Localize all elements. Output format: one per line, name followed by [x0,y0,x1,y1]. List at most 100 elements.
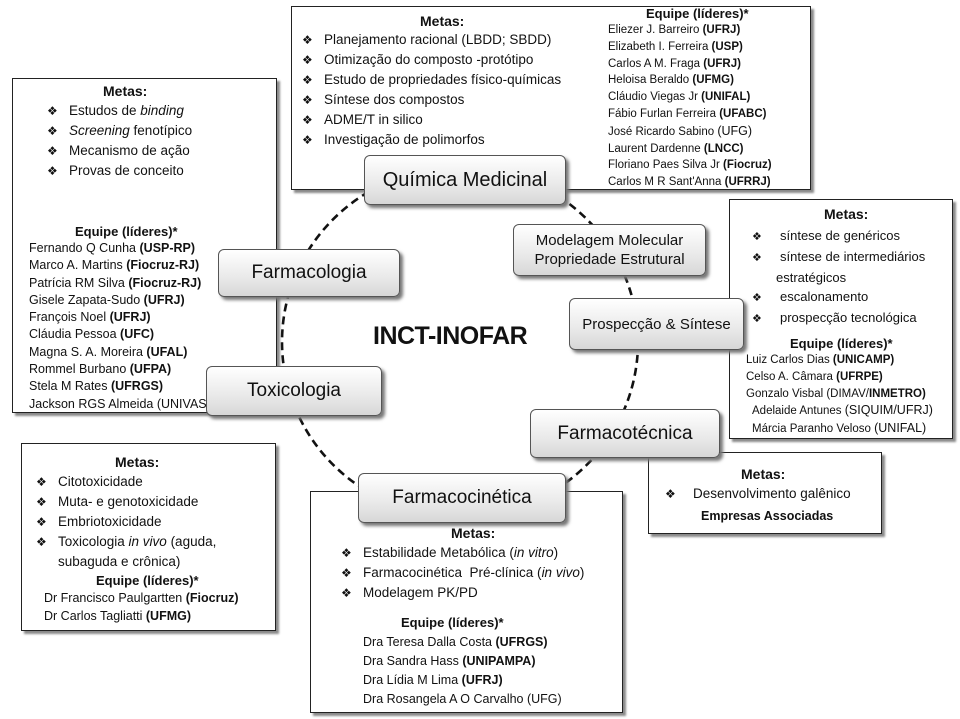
leader-item: Márcia Paranho Veloso (UNIFAL) [752,421,927,436]
toxicologia-metas-title: Metas: [115,454,160,470]
diamond-bullet-icon: ❖ [302,113,313,127]
leader-item: Rommel Burbano (UFPA) [29,362,172,377]
leader-item: Patrícia RM Silva (Fiocruz-RJ) [29,275,202,290]
farmacotecnica-metas-title: Metas: [741,466,786,482]
list-item: ❖Farmacocinética Pré-clínica (in vivo) [341,563,584,583]
quimica-leaders: Eliezer J. Barreiro (UFRJ) Elizabeth I. … [608,22,772,191]
leader-item: Eliezer J. Barreiro (UFRJ) [608,24,741,36]
leader-item: Gonzalo Visbal (DIMAV/INMETRO) [746,387,926,400]
list-item: ❖Planejamento racional (LBDD; SBDD) [302,30,561,50]
leader-item: Carlos M R Sant'Anna (UFRRJ) [608,176,771,189]
leader-item: Dra Sandra Hass (UNIPAMPA) [363,654,536,668]
leader-item: Dra Rosangela A O Carvalho (UFG) [363,692,562,706]
list-item: ❖Mecanismo de ação [47,141,192,161]
prospeccao-panel: Metas: ❖síntese de genéricos ❖síntese de… [729,199,953,439]
farmacologia-metas-title: Metas: [103,83,148,99]
toxicologia-leaders: Dr Francisco Paulgartten (Fiocruz) Dr Ca… [44,589,239,625]
leader-item: Fernando Q Cunha (USP-RP) [29,241,196,255]
list-item: ❖Otimização do composto -protótipo [302,50,561,70]
node-toxicologia[interactable]: Toxicologia [206,366,382,416]
leader-item: Dra Lídia M Lima (UFRJ) [363,673,503,687]
prospeccao-metas-list: ❖síntese de genéricos ❖síntese de interm… [752,226,925,329]
list-item: ❖Estudos de binding [47,101,192,121]
diamond-bullet-icon: ❖ [47,164,58,178]
list-item: ❖prospecção tecnológica [752,308,925,329]
list-item: ❖Screening fenotípico [47,121,192,141]
diamond-bullet-icon: ❖ [341,546,352,560]
farmacocinetica-metas-title: Metas: [451,525,496,541]
diamond-bullet-icon: ❖ [752,313,762,325]
leader-item: José Ricardo Sabino (UFG) [608,123,753,138]
list-item: estratégicos [776,270,847,285]
farmacologia-panel: Metas: ❖Estudos de binding ❖Screening fe… [12,78,277,413]
diamond-bullet-icon: ❖ [36,535,47,549]
node-farmacotecnica[interactable]: Farmacotécnica [530,409,720,458]
toxicologia-equipe-title: Equipe (líderes)* [96,573,199,588]
node-quimica-medicinal[interactable]: Química Medicinal [364,155,566,205]
farmacologia-leaders: Fernando Q Cunha (USP-RP) Marco A. Marti… [29,240,218,413]
diamond-bullet-icon: ❖ [36,495,47,509]
diamond-bullet-icon: ❖ [302,33,313,47]
list-item: ❖Investigação de polimorfos [302,130,561,150]
farmacologia-equipe-title: Equipe (líderes)* [75,224,178,239]
leader-item: Dr Carlos Tagliatti (UFMG) [44,609,192,623]
farmacocinetica-metas-list: ❖Estabilidade Metabólica (in vitro) ❖Far… [341,543,584,603]
list-item: ❖Toxicologia in vivo (aguda, [36,532,216,552]
quimica-metas-list: ❖Planejamento racional (LBDD; SBDD) ❖Oti… [302,30,561,150]
list-item: ❖Desenvolvimento galênico [665,484,851,504]
diamond-bullet-icon: ❖ [47,104,58,118]
diamond-bullet-icon: ❖ [36,515,47,529]
node-farmacocinetica[interactable]: Farmacocinética [358,473,566,523]
farmacocinetica-panel: Metas: ❖Estabilidade Metabólica (in vitr… [310,491,623,713]
leader-item: Heloisa Beraldo (UFMG) [608,74,734,87]
leader-item: Laurent Dardenne (LNCC) [608,142,744,155]
diamond-bullet-icon: ❖ [47,124,58,138]
leader-item: Cláudio Viegas Jr (UNIFAL) [608,91,751,104]
prospeccao-metas-title: Metas: [824,206,869,222]
diamond-bullet-icon: ❖ [47,144,58,158]
leader-item: Cláudia Pessoa (UFC) [29,327,155,342]
list-item: subaguda e crônica) [58,554,181,569]
list-item: ❖Embriotoxicidade [36,512,216,532]
modelagem-line-1: Modelagem Molecular [535,232,684,249]
diamond-bullet-icon: ❖ [36,475,47,489]
leader-item: Gisele Zapata-Sudo (UFRJ) [29,292,185,307]
list-item: ❖Estudo de propriedades físico-químicas [302,70,561,90]
diamond-bullet-icon: ❖ [665,487,676,501]
leader-item: Luiz Carlos Dias (UNICAMP) [746,354,895,366]
list-item: ❖Modelagem PK/PD [341,583,584,603]
farmacotecnica-panel: Metas: ❖Desenvolvimento galênico Empresa… [648,452,882,534]
list-item: ❖Provas de conceito [47,161,192,181]
leader-item: Marco A. Martins (Fiocruz-RJ) [29,258,200,273]
leader-item: Jackson RGS Almeida (UNIVASF) [29,396,219,411]
diamond-bullet-icon: ❖ [752,252,762,264]
diamond-bullet-icon: ❖ [302,53,313,67]
list-item: ❖síntese de intermediários [752,247,925,268]
node-farmacologia[interactable]: Farmacologia [218,249,400,297]
list-item: ❖Citotoxicidade [36,472,216,492]
empresas-associadas: Empresas Associadas [701,509,834,523]
toxicologia-metas-list: ❖Citotoxicidade ❖Muta- e genotoxicidade … [36,472,216,571]
leader-item: Fábio Furlan Ferreira (UFABC) [608,107,767,120]
prospeccao-leaders: Luiz Carlos Dias (UNICAMP) Celso A. Câma… [746,352,933,438]
node-modelagem-molecular[interactable]: Modelagem Molecular Propriedade Estrutur… [513,224,706,276]
farmacocinetica-leaders: Dra Teresa Dalla Costa (UFRGS) Dra Sandr… [363,633,562,709]
diamond-bullet-icon: ❖ [302,133,313,147]
prospeccao-equipe-title: Equipe (líderes)* [790,336,893,351]
diamond-bullet-icon: ❖ [341,566,352,580]
list-item: ❖escalonamento [752,287,925,308]
diamond-bullet-icon: ❖ [302,93,313,107]
leader-item: Stela M Rates (UFRGS) [29,379,164,394]
quimica-equipe-title: Equipe (líderes)* [646,6,749,21]
list-item: ❖Estabilidade Metabólica (in vitro) [341,543,584,563]
leader-item: Elizabeth I. Ferreira (USP) [608,40,743,53]
diamond-bullet-icon: ❖ [752,231,762,243]
leader-item: Floriano Paes Silva Jr (Fiocruz) [608,159,772,172]
leader-item: Celso A. Câmara (UFRPE) [746,370,883,383]
leader-item: Adelaide Antunes (SIQUIM/UFRJ) [752,403,933,418]
farmacocinetica-equipe-title: Equipe (líderes)* [401,615,504,630]
node-prospeccao-sintese[interactable]: Prospecção & Síntese [569,298,744,350]
leader-item: Magna S. A. Moreira (UFAL) [29,344,188,359]
diamond-bullet-icon: ❖ [341,586,352,600]
